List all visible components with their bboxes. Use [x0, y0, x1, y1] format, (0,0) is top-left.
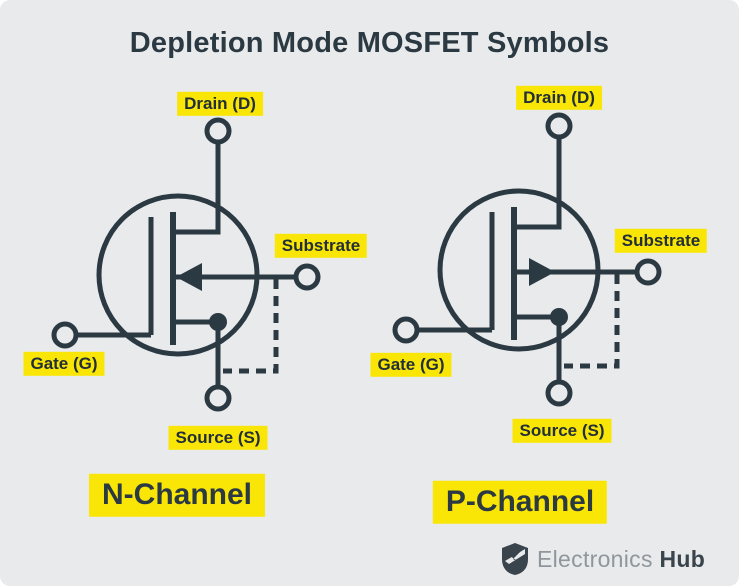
page-title: Depletion Mode MOSFET Symbols	[129, 27, 610, 59]
p-substrate-arrow-right-icon	[529, 258, 555, 286]
n-drain-label: Drain (D)	[177, 91, 263, 117]
n-substrate-terminal	[293, 263, 321, 291]
p-channel-mosfet-symbol	[392, 112, 662, 407]
logo-brand-bold: Hub	[659, 545, 706, 572]
p-substrate-source-dashed-link	[564, 274, 620, 369]
p-gate-label: Gate (G)	[370, 352, 452, 378]
n-gate-terminal	[51, 321, 79, 349]
logo-text: Electronics Hub	[537, 546, 705, 573]
n-source-junction-dot	[209, 313, 227, 331]
p-source-terminal	[545, 379, 573, 407]
n-source-terminal	[204, 384, 232, 412]
n-channel-mosfet-symbol	[51, 117, 321, 412]
logo-brand: Electronics	[537, 545, 653, 572]
p-drain-terminal	[545, 112, 573, 140]
p-substrate-label: Substrate	[614, 228, 708, 254]
n-source-label: Source (S)	[168, 425, 268, 451]
p-drain-lead	[514, 138, 562, 230]
electronics-hub-logo: Electronics Hub	[501, 542, 705, 576]
n-channel-caption: N-Channel	[89, 473, 265, 517]
n-substrate-arrow-left-icon	[176, 263, 202, 291]
n-drain-lead	[173, 143, 221, 235]
n-gate-label: Gate (G)	[23, 351, 105, 377]
n-substrate-label: Substrate	[274, 233, 368, 259]
p-drain-label: Drain (D)	[516, 85, 602, 111]
shield-logo-icon	[502, 543, 528, 575]
p-substrate-terminal	[634, 258, 662, 286]
p-channel-caption: P-Channel	[432, 480, 608, 524]
n-drain-terminal	[204, 117, 232, 145]
p-gate-terminal	[392, 316, 420, 344]
p-source-label: Source (S)	[512, 418, 612, 444]
n-substrate-source-dashed-link	[223, 279, 279, 374]
p-source-junction-dot	[550, 308, 568, 326]
